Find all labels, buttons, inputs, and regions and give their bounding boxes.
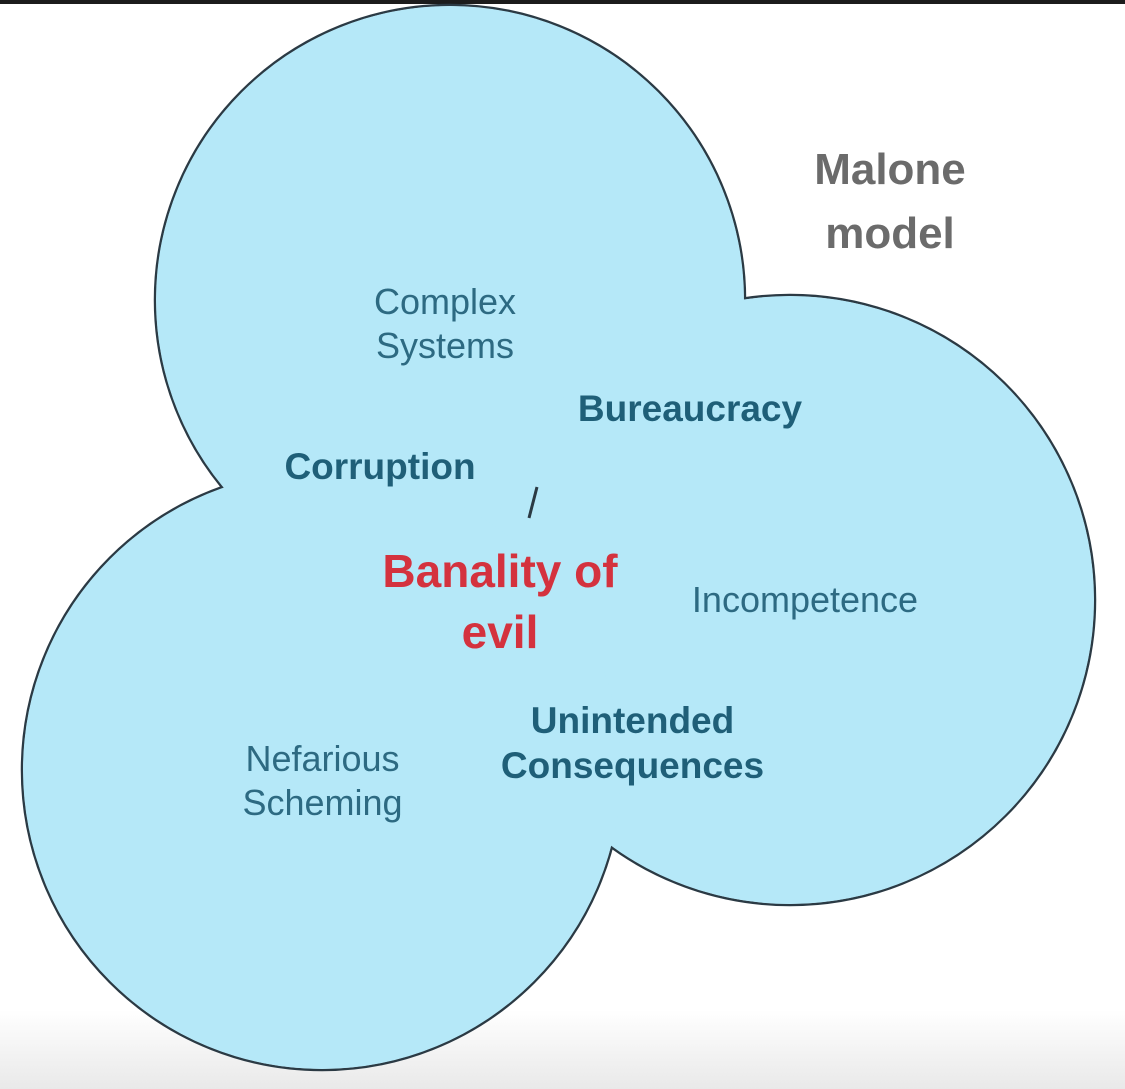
label-nefarious-scheming: Nefarious Scheming <box>242 738 403 823</box>
circle-right <box>486 296 1094 904</box>
circles-fill <box>23 6 1094 1069</box>
circle-bottom-left <box>23 471 621 1069</box>
divider-mark <box>527 486 539 519</box>
label-unintended-consequences: Unintended Consequences <box>500 700 765 787</box>
label-incompetence: Incompetence <box>691 579 919 620</box>
diagram-title: Malone model <box>814 145 966 258</box>
center-label: Banality of evil <box>382 545 618 658</box>
label-corruption: Corruption <box>284 446 476 487</box>
label-complex-systems: Complex Systems <box>373 281 517 366</box>
label-bureaucracy: Bureaucracy <box>577 388 803 429</box>
top-border <box>0 0 1125 4</box>
